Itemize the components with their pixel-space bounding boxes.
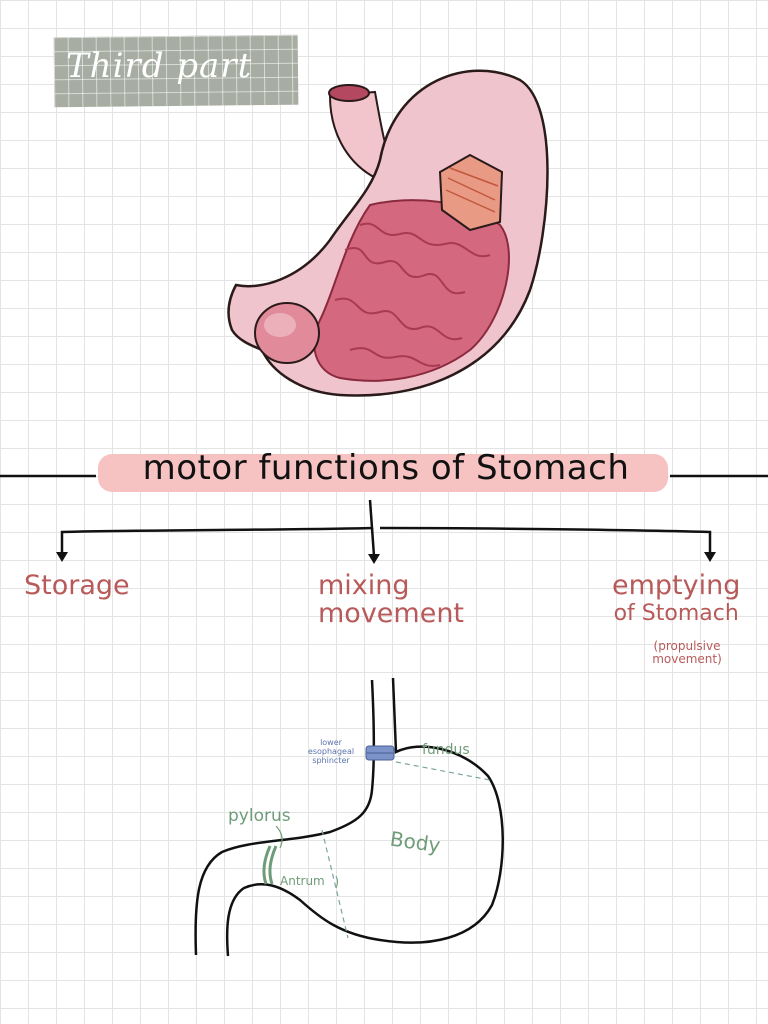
branch-emptying: emptying of Stomach bbox=[612, 572, 740, 628]
arrow-mixing-icon bbox=[368, 554, 380, 564]
branch-storage: Storage bbox=[24, 570, 130, 601]
pylorus-pointer bbox=[275, 825, 283, 849]
label-pylorus: pylorus bbox=[228, 806, 291, 826]
title-highlight bbox=[98, 454, 668, 492]
arrow-storage-icon bbox=[56, 552, 68, 562]
label-antrum: Antrum bbox=[280, 874, 325, 888]
emptying-note: (propulsive movement) bbox=[652, 639, 722, 666]
tape-label: Third part bbox=[66, 46, 253, 86]
muscle-layer bbox=[438, 153, 504, 232]
branch-mixing-line2: movement bbox=[318, 598, 465, 629]
esophagus-opening bbox=[328, 84, 370, 102]
mucosa-folds bbox=[334, 222, 491, 367]
branch-emptying-line2: of Stomach bbox=[613, 601, 739, 626]
pylorus-band bbox=[262, 845, 278, 885]
arrow-emptying-icon bbox=[704, 552, 716, 562]
branch-emptying-line1: emptying bbox=[612, 570, 741, 601]
diagram-esophagus-right bbox=[225, 677, 504, 957]
label-les: lower esophageal sphincter bbox=[307, 738, 355, 765]
branch-mixing-line1: mixing bbox=[318, 570, 410, 601]
label-fundus: fundus bbox=[422, 742, 470, 758]
branch-mixing: mixing movement bbox=[318, 572, 464, 628]
page-title: motor functions of Stomach bbox=[142, 448, 630, 488]
